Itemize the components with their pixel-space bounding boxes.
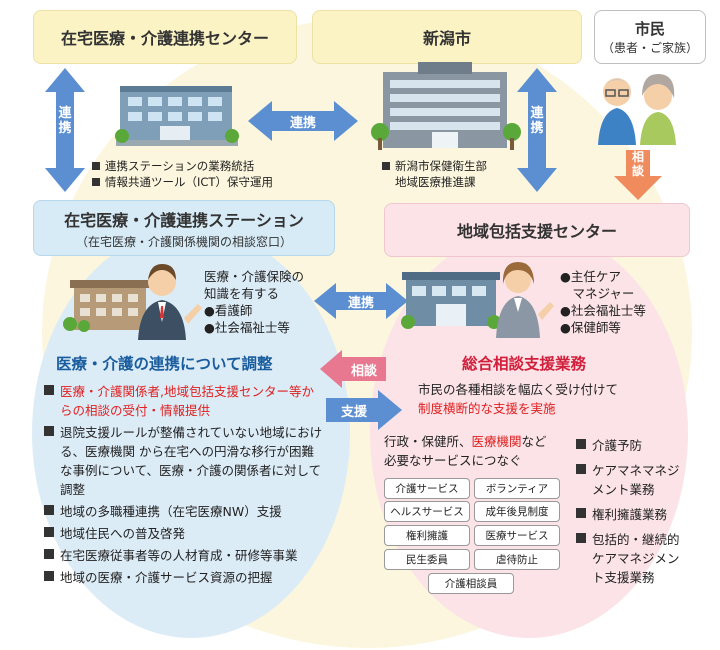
center-title-box: 在宅医療・介護連携センター: [33, 10, 297, 64]
houkatsu-connect-text: 行政・保健所、医療機関など 必要なサービスにつなぐ: [384, 434, 547, 468]
city-title: 新潟市: [422, 29, 471, 48]
center-note-item: 連携ステーションの業務統括: [92, 158, 312, 174]
center-title: 在宅医療・介護連携センター: [60, 29, 269, 48]
city-note-item: 新潟市保健衛生部: [382, 158, 532, 174]
houkatsu-duty-list: 介護予防 ケアマネマネジメント業務 権利擁護業務 包括的・継続的ケアマネジメント…: [576, 436, 688, 587]
service-tag: 権利擁護: [384, 525, 470, 546]
service-tag: 介護相談員: [428, 573, 514, 594]
houkatsu-staff-illustration: [496, 262, 554, 338]
service-tag: 医療サービス: [474, 525, 560, 546]
renkei-left-label: 連携: [58, 106, 72, 136]
duty-item: ケアマネマネジメント業務: [576, 461, 688, 499]
service-tag: 成年後見制度: [474, 501, 560, 522]
renkei-top-label: 連携: [289, 116, 316, 131]
houkatsu-title-box: 地域包括支援センター: [384, 203, 690, 257]
service-tag: ボランティア: [474, 478, 560, 499]
shien-middle-label: 支援: [340, 405, 367, 420]
city-building-icon: [371, 62, 521, 150]
station-staff-illustration: [138, 264, 202, 340]
city-title-box: 新潟市: [312, 10, 582, 64]
citizen-subtitle: （患者・ご家族）: [601, 41, 698, 55]
station-heading: 医療・介護の連携について調整: [56, 355, 273, 373]
duty-item: 包括的・継続的ケアマネジメント支援業務: [576, 530, 688, 587]
station-item-list: 医療・介護関係者,地域包括支援センター等からの相談の受付・情報提供 退院支援ルー…: [44, 382, 324, 587]
houkatsu-staff-text: ●主任ケア マネジャー ●社会福祉士等 ●保健師等: [560, 269, 646, 335]
soudan-middle-label: 相談: [350, 364, 377, 379]
vertical-arrow-right: [517, 68, 557, 192]
citizens-illustration: [598, 74, 676, 145]
service-tag: 介護サービス: [384, 478, 470, 499]
city-notes: 新潟市保健衛生部 地域医療推進課: [382, 158, 532, 190]
houkatsu-title: 地域包括支援センター: [456, 222, 617, 241]
station-item: 医療・介護関係者,地域包括支援センター等からの相談の受付・情報提供: [44, 382, 324, 420]
service-tag: 民生委員: [384, 549, 470, 570]
station-item: 地域の多職種連携（在宅医療NW）支援: [44, 502, 324, 521]
city-note-item: 地域医療推進課: [395, 175, 476, 189]
station-item: 地域の医療・介護サービス資源の把握: [44, 568, 324, 587]
renkei-middle-label: 連携: [347, 296, 374, 311]
vertical-arrow-left: [45, 68, 85, 192]
arrow-soudan-citizen: [614, 150, 662, 200]
citizen-title: 市民: [634, 20, 665, 38]
service-tag: ヘルスサービス: [384, 501, 470, 522]
citizen-box: 市民 （患者・ご家族）: [594, 10, 706, 64]
station-title: 在宅医療・介護連携ステーション: [64, 210, 304, 230]
station-title-box: 在宅医療・介護連携ステーション （在宅医療・介護関係機関の相談窓口）: [33, 200, 335, 256]
arrow-shien-middle: [326, 390, 402, 430]
duty-item: 権利擁護業務: [576, 505, 688, 524]
houkatsu-building-icon: [401, 272, 501, 329]
station-staff-text: 医療・介護保険の 知識を有する ●看護師 ●社会福祉士等: [204, 269, 305, 335]
horizontal-arrow-top: [248, 101, 358, 141]
arrow-soudan-middle: [320, 350, 386, 388]
houkatsu-heading: 総合相談支援業務: [462, 355, 587, 373]
renkei-right-label: 連携: [530, 106, 544, 136]
horizontal-arrow-middle: [314, 283, 408, 319]
service-tag: 虐待防止: [474, 549, 560, 570]
soudan-citizen-label: 相談: [631, 150, 644, 178]
houkatsu-description: 市民の各種相談を幅広く受け付けて 制度横断的な支援を実施: [418, 382, 619, 416]
duty-item: 介護予防: [576, 436, 688, 455]
station-item: 地域住民への普及啓発: [44, 524, 324, 543]
station-building-icon: [63, 280, 150, 332]
station-subtitle: （在宅医療・介護関係機関の相談窓口）: [75, 234, 292, 249]
center-note-item: 情報共通ツール（ICT）保守運用: [92, 174, 312, 190]
center-building-icon: [115, 86, 239, 146]
station-item: 退院支援ルールが整備されていない地域における、医療機関 から在宅への円滑な移行が…: [44, 423, 324, 499]
station-item: 在宅医療従事者等の人材育成・研修等事業: [44, 546, 324, 565]
center-notes: 連携ステーションの業務統括 情報共通ツール（ICT）保守運用: [92, 158, 312, 190]
